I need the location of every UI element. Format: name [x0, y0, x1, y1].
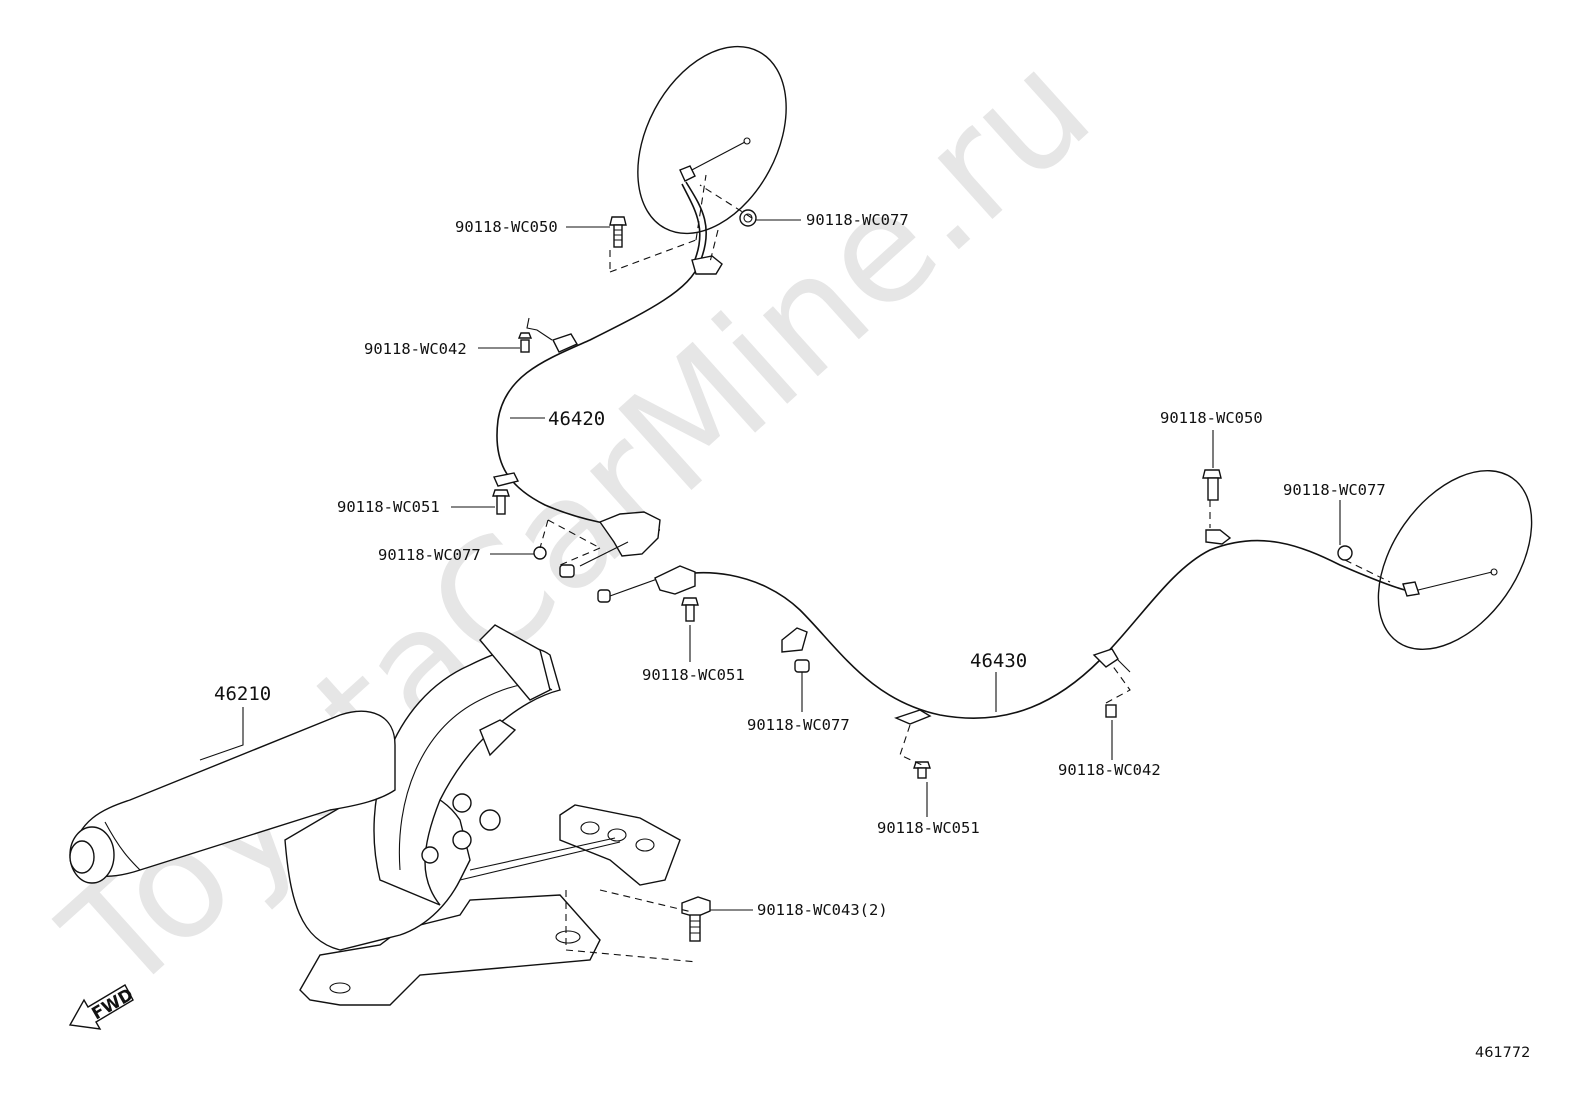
bolt-wc043 — [565, 889, 711, 963]
leader-dash — [899, 500, 1391, 766]
bolt-wc051-mid — [681, 597, 699, 622]
label-90118-wc077-right: 90118-WC077 — [1283, 481, 1386, 499]
leader-lines — [199, 219, 1341, 911]
label-46210: 46210 — [214, 683, 271, 705]
bolt-wc050-right — [1202, 469, 1222, 501]
nut-wc077-right — [1337, 545, 1353, 561]
label-90118-wc042-left: 90118-WC042 — [364, 340, 467, 358]
parking-brake-lever-assembly — [69, 624, 681, 1006]
nut-wc077-top — [739, 209, 757, 227]
label-46430: 46430 — [970, 650, 1027, 672]
label-90118-wc051-right: 90118-WC051 — [877, 819, 980, 837]
cable-46430 — [654, 529, 1406, 725]
label-90118-wc043: 90118-WC043(2) — [757, 901, 888, 919]
watermark: ToyotaCarMine.ru — [32, 21, 1123, 1028]
fwd-label: FWD — [89, 985, 138, 1025]
bolt-wc042-left — [517, 332, 533, 353]
brake-backing-plate-right — [1377, 469, 1533, 651]
bolt-wc051-right — [913, 761, 931, 779]
bolt-wc050-top — [609, 216, 627, 248]
label-90118-wc077-left: 90118-WC077 — [378, 546, 481, 564]
label-46420: 46420 — [548, 408, 605, 430]
nut-wc077-left — [533, 546, 547, 560]
bolt-wc042-right — [1105, 704, 1117, 718]
fwd-arrow-icon: FWD — [68, 984, 138, 1030]
drawing-number: 461772 — [1475, 1045, 1530, 1061]
brake-backing-plate-left — [637, 45, 787, 235]
leader-dash — [539, 519, 601, 566]
label-90118-wc051-mid: 90118-WC051 — [642, 666, 745, 684]
cable-ends-center — [559, 564, 661, 603]
nut-wc077-mid — [794, 659, 810, 673]
label-90118-wc050-top: 90118-WC050 — [455, 218, 558, 236]
label-90118-wc077-top: 90118-WC077 — [806, 211, 909, 229]
bolt-wc051-left — [492, 489, 510, 515]
label-90118-wc050-right: 90118-WC050 — [1160, 409, 1263, 427]
label-90118-wc051-left: 90118-WC051 — [337, 498, 440, 516]
label-90118-wc077-mid: 90118-WC077 — [747, 716, 850, 734]
cable-46420 — [493, 181, 723, 567]
label-90118-wc042-right: 90118-WC042 — [1058, 761, 1161, 779]
